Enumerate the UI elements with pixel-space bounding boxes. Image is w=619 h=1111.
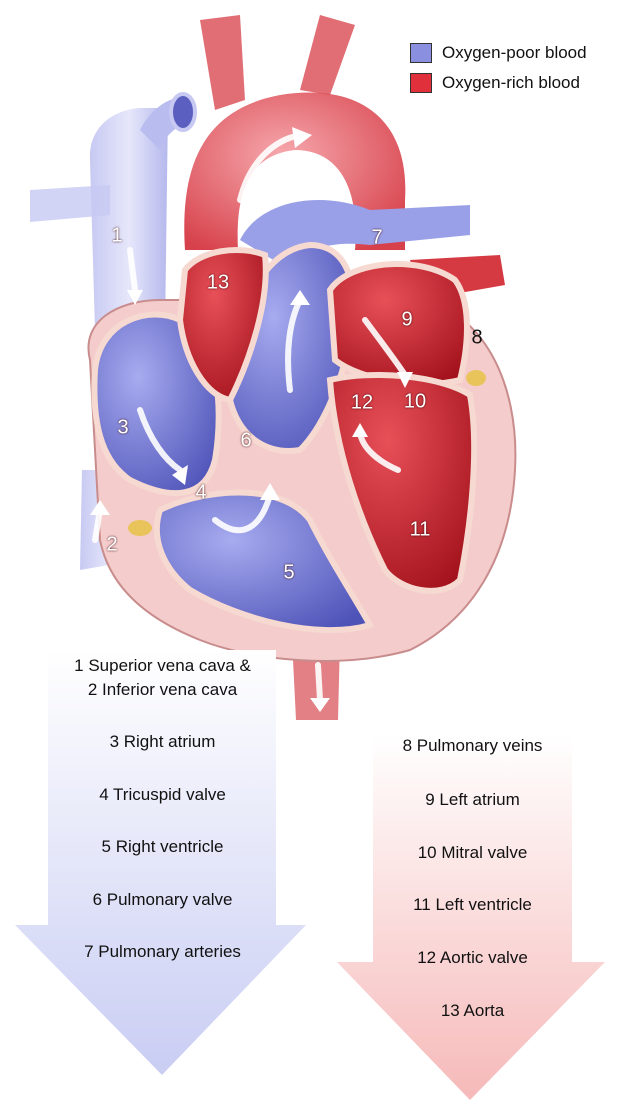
legend-item-oxygen-poor: Oxygen-poor blood	[410, 38, 587, 68]
step-left-atrium: 9 Left atrium	[340, 790, 605, 810]
aorta-branch-1	[200, 15, 245, 110]
step-pulmonary-veins: 8 Pulmonary veins	[340, 736, 605, 756]
aorta-branch-2	[300, 15, 355, 95]
oxygen-rich-steps: 8 Pulmonary veins 9 Left atrium 10 Mitra…	[340, 736, 605, 1036]
legend: Oxygen-poor blood Oxygen-rich blood	[410, 38, 587, 98]
callout-4: 4	[195, 482, 206, 505]
callout-12: 12	[351, 392, 373, 415]
step-inferior-vena-cava: 2 Inferior vena cava	[30, 680, 295, 700]
step-pulmonary-arteries: 7 Pulmonary arteries	[30, 942, 295, 962]
legend-item-oxygen-rich: Oxygen-rich blood	[410, 68, 587, 98]
step-pulmonary-valve: 6 Pulmonary valve	[30, 890, 295, 910]
valve-node-right	[128, 520, 152, 536]
step-mitral-valve: 10 Mitral valve	[340, 843, 605, 863]
step-superior-vena-cava: 1 Superior vena cava &	[30, 656, 295, 676]
callout-5: 5	[283, 562, 294, 585]
oxygen-poor-steps: 1 Superior vena cava & 2 Inferior vena c…	[30, 650, 295, 950]
legend-label-oxygen-rich: Oxygen-rich blood	[442, 73, 580, 93]
callout-10: 10	[404, 391, 426, 414]
step-right-ventricle: 5 Right ventricle	[30, 837, 295, 857]
legend-swatch-oxygen-rich	[410, 73, 432, 93]
callout-8: 8	[471, 327, 482, 350]
callout-7: 7	[371, 227, 382, 250]
vena-cava-opening	[171, 94, 195, 130]
callout-6: 6	[240, 430, 251, 453]
callout-3: 3	[117, 417, 128, 440]
callout-2: 2	[106, 534, 117, 557]
step-left-ventricle: 11 Left ventricle	[340, 895, 605, 915]
callout-1: 1	[111, 225, 122, 248]
callout-13: 13	[207, 272, 229, 295]
legend-label-oxygen-poor: Oxygen-poor blood	[442, 43, 587, 63]
step-right-atrium: 3 Right atrium	[30, 732, 295, 752]
valve-node-left	[466, 370, 486, 386]
callout-9: 9	[401, 309, 412, 332]
step-aortic-valve: 12 Aortic valve	[340, 948, 605, 968]
legend-swatch-oxygen-poor	[410, 43, 432, 63]
step-aorta: 13 Aorta	[340, 1001, 605, 1021]
step-tricuspid-valve: 4 Tricuspid valve	[30, 785, 295, 805]
callout-11: 11	[410, 519, 431, 542]
